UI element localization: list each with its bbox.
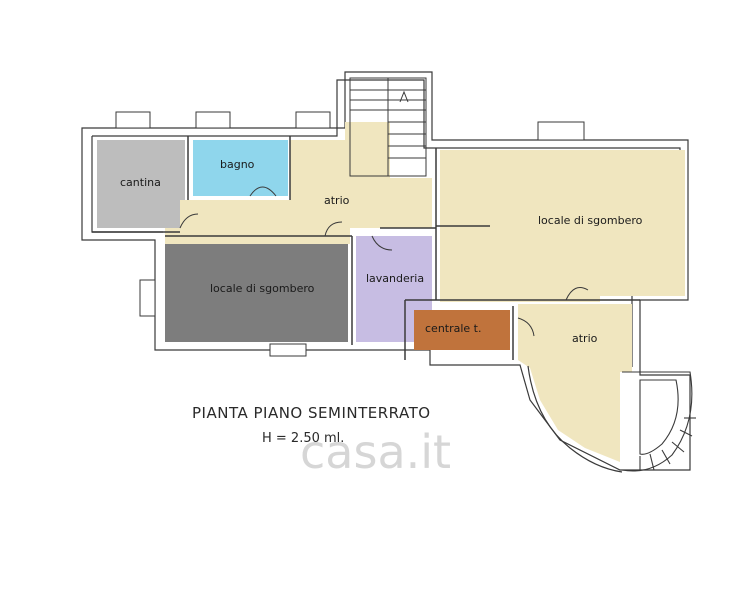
label-locale-sgombero-left: locale di sgombero bbox=[210, 282, 315, 295]
plan-height-note: H = 2.50 ml. bbox=[262, 431, 344, 446]
room-atrio-right bbox=[518, 304, 632, 462]
window-markers bbox=[115, 111, 585, 357]
spiral-staircase bbox=[621, 371, 696, 472]
label-lavanderia: lavanderia bbox=[366, 272, 424, 285]
door-swings bbox=[179, 186, 589, 337]
label-atrio-right: atrio bbox=[572, 332, 598, 345]
interior-walls bbox=[92, 136, 640, 360]
label-bagno: bagno bbox=[220, 158, 255, 171]
label-locale-sgombero-right: locale di sgombero bbox=[538, 214, 643, 227]
room-centrale-termica bbox=[414, 310, 510, 350]
staircase-top bbox=[349, 77, 427, 177]
room-cantina bbox=[97, 140, 185, 228]
watermark: casa.it bbox=[300, 425, 451, 479]
room-locale-sgombero-right bbox=[440, 150, 685, 302]
room-atrio-main bbox=[165, 122, 432, 244]
label-centrale-termica: centrale t. bbox=[425, 322, 482, 335]
room-locale-sgombero-left bbox=[165, 244, 348, 342]
curved-wall bbox=[527, 365, 623, 473]
plan-title: PIANTA PIANO SEMINTERRATO bbox=[192, 404, 431, 422]
label-atrio-main: atrio bbox=[324, 194, 350, 207]
label-cantina: cantina bbox=[120, 176, 161, 189]
room-bagno bbox=[193, 140, 288, 196]
